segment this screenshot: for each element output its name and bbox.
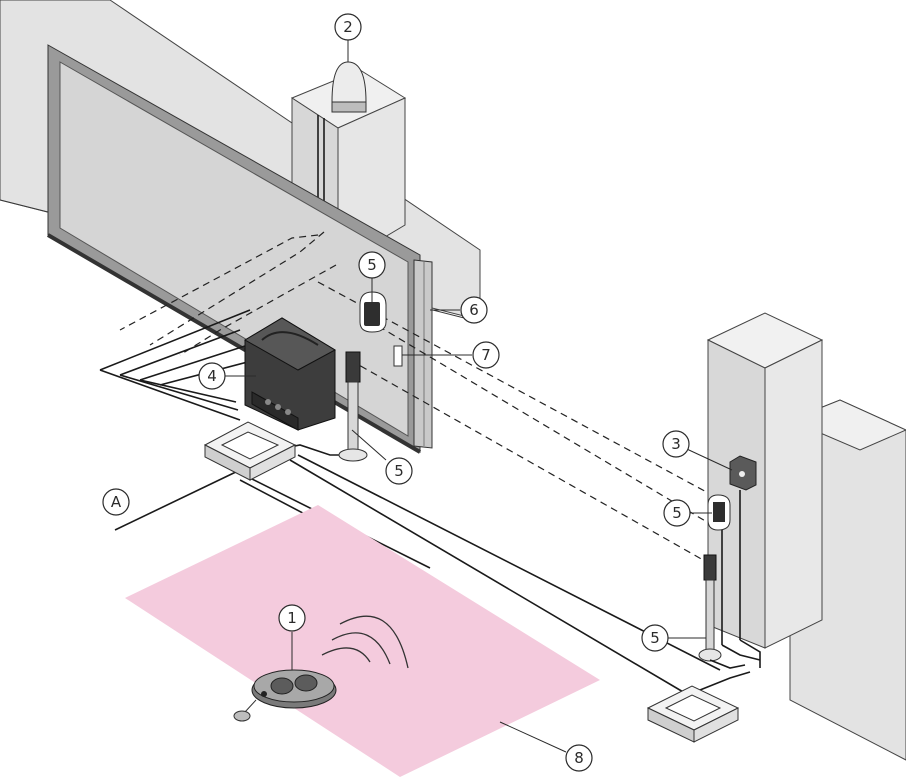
right-pillar bbox=[706, 312, 824, 649]
callout-5-post-right: 5 bbox=[641, 624, 669, 652]
gate-motor bbox=[244, 317, 337, 431]
callout-5-pillar-right: 5 bbox=[663, 499, 691, 527]
photocell-post-right bbox=[698, 554, 722, 662]
callout-1-label: 1 bbox=[287, 609, 297, 627]
callout-3: 3 bbox=[662, 430, 690, 458]
callout-8-label: 8 bbox=[574, 749, 584, 767]
leader-lines bbox=[224, 40, 733, 753]
callout-5-post-left-label: 5 bbox=[394, 462, 404, 480]
callout-3-label: 3 bbox=[671, 435, 681, 453]
photocell-post-left bbox=[338, 351, 368, 462]
callout-2-label: 2 bbox=[343, 18, 353, 36]
callout-6-label: 6 bbox=[469, 301, 479, 319]
gate-stop bbox=[393, 345, 403, 367]
callout-A-label: A bbox=[111, 493, 122, 511]
key-selector bbox=[729, 455, 757, 640]
callout-5-post-left: 5 bbox=[385, 457, 413, 485]
callout-7: 7 bbox=[472, 341, 500, 369]
safety-edge bbox=[413, 259, 433, 449]
radio-waves bbox=[321, 615, 409, 669]
remote-control bbox=[233, 669, 337, 722]
range-zone bbox=[125, 505, 600, 777]
cable-channels bbox=[99, 309, 721, 697]
callout-4: 4 bbox=[198, 362, 226, 390]
callout-5-gate: 5 bbox=[358, 251, 386, 279]
callout-1: 1 bbox=[278, 604, 306, 632]
photocell-pillar-right bbox=[707, 494, 731, 645]
callout-5-pillar-right-label: 5 bbox=[672, 504, 682, 522]
junction-box-right bbox=[646, 685, 740, 743]
callout-5-post-right-label: 5 bbox=[650, 629, 660, 647]
callout-2: 2 bbox=[334, 13, 362, 41]
callout-7-label: 7 bbox=[481, 346, 491, 364]
photocell-on-gate bbox=[359, 291, 387, 333]
junction-box-left bbox=[203, 421, 297, 481]
callout-A: A bbox=[102, 488, 130, 516]
callout-5-gate-label: 5 bbox=[367, 256, 377, 274]
right-cables bbox=[699, 639, 761, 691]
callout-6: 6 bbox=[460, 296, 488, 324]
callout-8: 8 bbox=[565, 744, 593, 772]
callout-4-label: 4 bbox=[207, 367, 217, 385]
